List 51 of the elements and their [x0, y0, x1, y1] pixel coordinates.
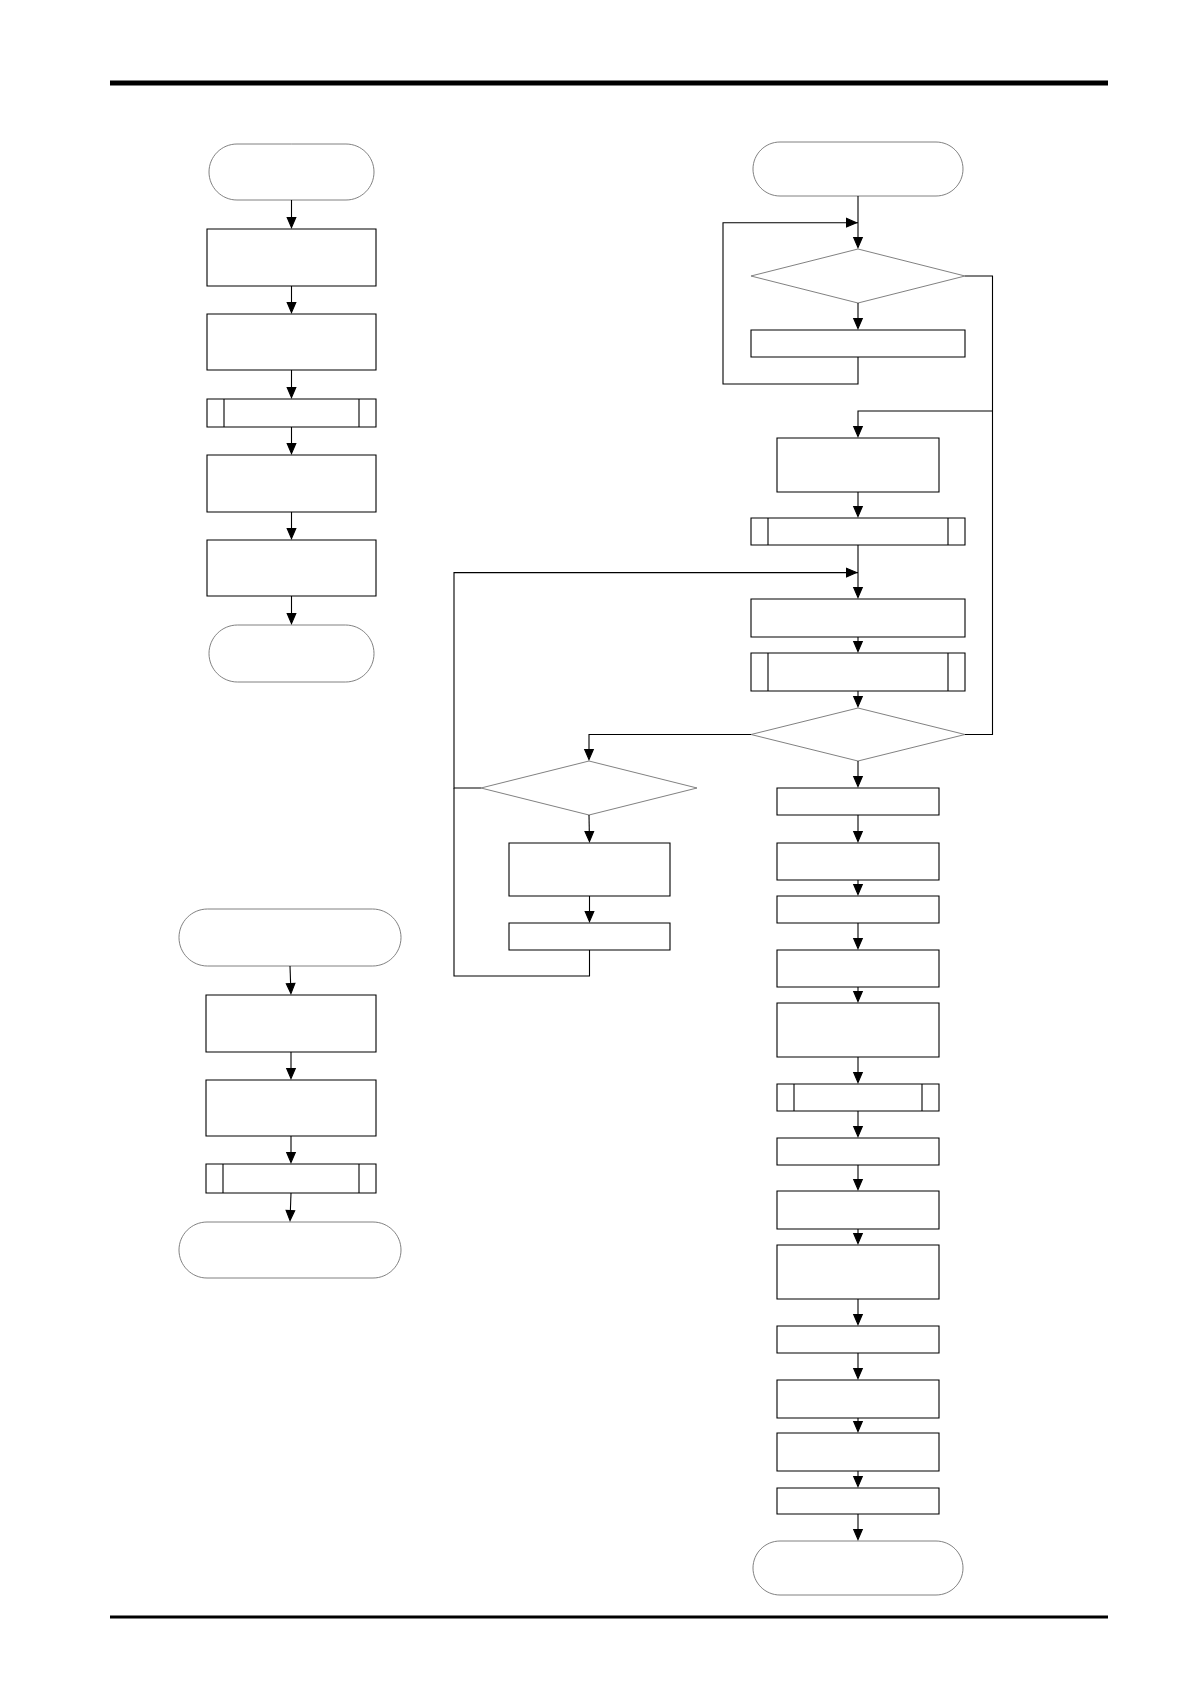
process-box [776, 1487, 940, 1515]
decision-diamond [750, 707, 966, 762]
process-box [776, 437, 940, 493]
arrow [285, 1192, 296, 1222]
terminal-capsule [752, 1540, 964, 1596]
subroutine-box [206, 398, 377, 428]
process-box [776, 1190, 940, 1230]
process-box [508, 842, 671, 897]
arrow [286, 595, 297, 625]
process-box [776, 842, 940, 881]
terminal-capsule [752, 141, 964, 197]
process-box [776, 1379, 940, 1419]
arrow [285, 965, 296, 995]
process-box [206, 454, 377, 513]
arrow [584, 895, 595, 923]
process-box [205, 994, 377, 1053]
decision-diamond [480, 760, 698, 816]
arrow [722, 217, 859, 385]
process-box [776, 787, 940, 816]
connector-line [964, 410, 994, 736]
terminal-capsule [178, 1221, 402, 1279]
process-box [206, 228, 377, 287]
process-box [776, 1432, 940, 1472]
arrow [286, 199, 297, 229]
process-box [776, 1244, 940, 1300]
terminal-capsule [208, 624, 375, 683]
process-box [776, 1137, 940, 1166]
arrow [286, 369, 297, 399]
process-box [776, 1002, 940, 1058]
process-box [776, 1325, 940, 1354]
process-box [750, 329, 966, 358]
arrow [584, 814, 595, 843]
terminal-capsule [178, 908, 402, 967]
process-box [206, 313, 377, 371]
arrow [286, 511, 297, 540]
process-box [205, 1079, 377, 1137]
arrow [286, 426, 297, 455]
process-box [206, 539, 377, 597]
subroutine-box [750, 517, 966, 546]
process-box [776, 949, 940, 988]
subroutine-box [750, 652, 966, 692]
subroutine-box [776, 1083, 940, 1112]
arrow [453, 567, 859, 789]
process-box [776, 895, 940, 924]
decision-diamond [750, 248, 966, 304]
subroutine-box [205, 1163, 377, 1194]
arrow [286, 285, 297, 314]
terminal-capsule [208, 143, 375, 201]
process-box [750, 598, 966, 638]
process-box [508, 922, 671, 951]
connector-line [453, 787, 591, 977]
